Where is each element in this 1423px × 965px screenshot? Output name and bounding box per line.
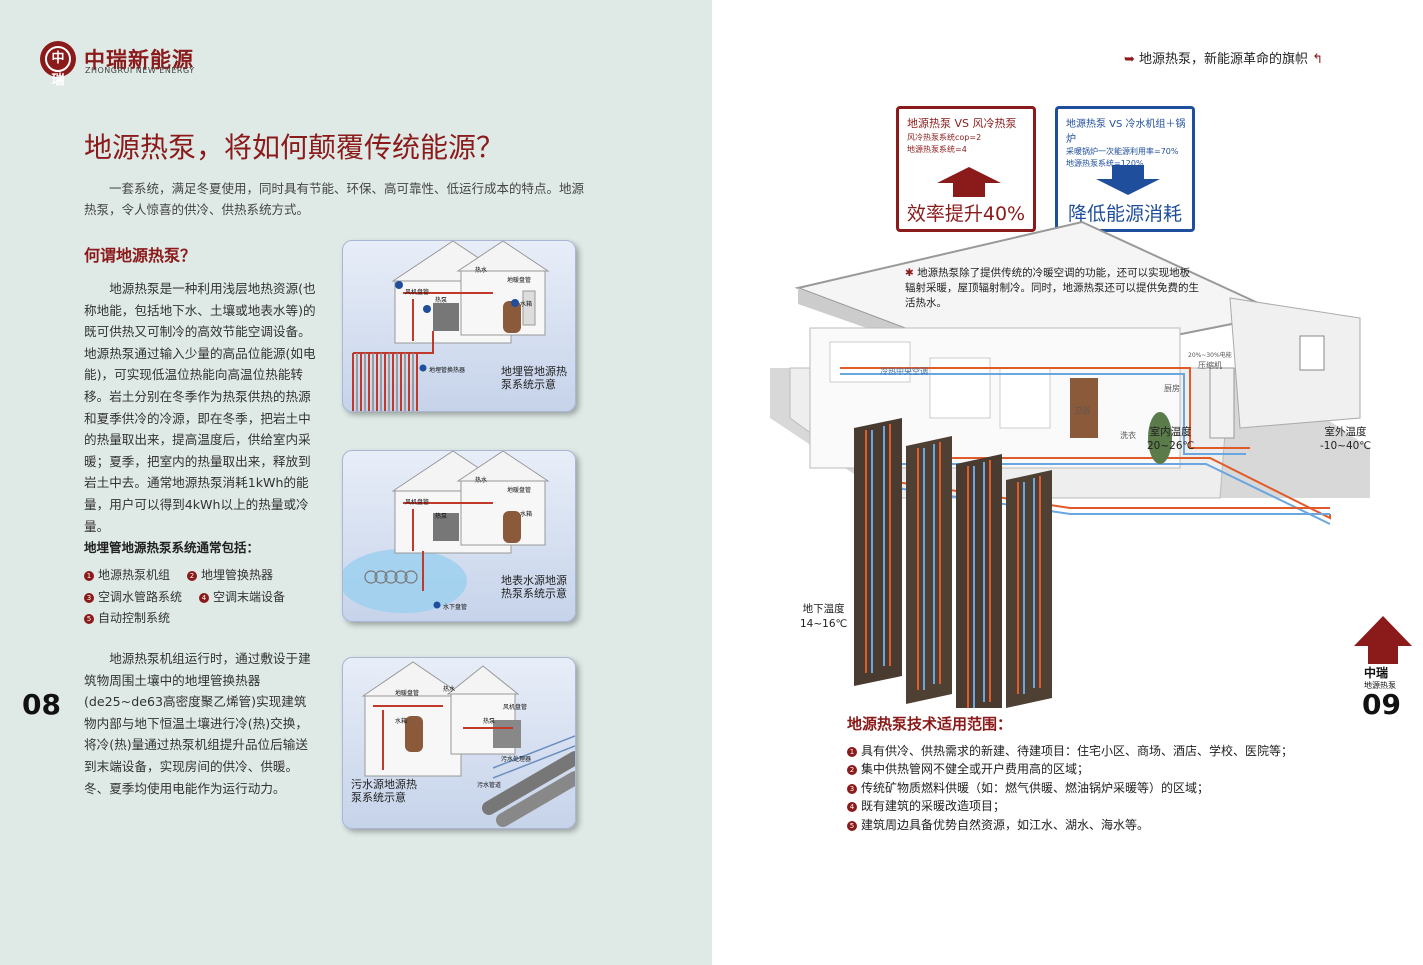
- operation-paragraph: 地源热泵机组运行时，通过敷设于建筑物周围土壤中的地埋管换热器(de25~de63…: [84, 651, 311, 796]
- left-page: 中瑞 中瑞新能源 ZHONGRUI NEW ENERGY 地源热泵，将如何颠覆传…: [0, 0, 712, 965]
- house-label: 冷热中央空调: [880, 367, 928, 376]
- diagram-label: 热泵: [483, 718, 496, 725]
- diagram-label: 水箱: [520, 511, 533, 518]
- sewage-source-illustration: [361, 661, 575, 827]
- ground-loop-diagram: 热水 地暖盘管 风机盘管 热泵 水箱 地埋管换热器 地埋管地源热泵系统示意: [342, 240, 576, 412]
- sewage-source-diagram: 热水 地暖盘管 风机盘管 水箱 热泵 污水处理器 污水管道 污水源地源热泵系统示…: [342, 657, 576, 829]
- diagram-label: 热水: [475, 267, 488, 274]
- diagram-label: 地埋管换热器: [429, 367, 466, 374]
- arrow-down-icon: [1096, 165, 1160, 195]
- diagram-label: 地暖盘管: [507, 277, 532, 284]
- house-cutaway-illustration: [770, 220, 1370, 708]
- section-title: 何谓地源热泵？: [84, 246, 197, 265]
- house-label: 20%~30%电能: [1188, 352, 1232, 359]
- brand-logo-icon: 中瑞: [40, 41, 76, 88]
- comparison-box-chiller-boiler: 地源热泵 VS 冷水机组＋锅炉 采暖锅炉一次能源利用率=70% 地源热泵系统=1…: [1055, 106, 1195, 232]
- diagram-caption: 污水源地源热泵系统示意: [351, 778, 417, 804]
- diagram-label: 水箱: [395, 718, 408, 725]
- surface-water-illustration: [343, 451, 550, 613]
- house-label: 厨房: [1164, 384, 1180, 393]
- outdoor-temperature: 室外温度-10~40℃: [1320, 426, 1372, 452]
- brand-name: 中瑞新能源: [84, 48, 194, 72]
- header-arrow-right-icon: ↰: [1312, 52, 1324, 67]
- badge-brand: 中瑞: [1364, 666, 1389, 680]
- house-label: 卫浴: [1074, 406, 1090, 415]
- feature-note: ✱ 地源热泵除了提供传统的冷暖空调的功能，还可以实现地板辐射采暖，屋顶辐射制冷。…: [905, 267, 1199, 309]
- page-header: ➥ 地源热泵，新能源革命的旗帜 ↰: [1124, 52, 1324, 67]
- definition-paragraph: 地源热泵是一种利用浅层地热资源(也称地能，包括地下水、土壤或地表水等)的既可供热…: [84, 281, 316, 534]
- diagram-label: 热泵: [435, 513, 448, 520]
- comparison-box-air-source: 地源热泵 VS 风冷热泵 风冷热泵系统cop=2 地源热泵系统=4 效率提升40…: [896, 106, 1036, 232]
- diagram-label: 污水处理器: [501, 756, 532, 763]
- diagram-label: 热泵: [435, 297, 448, 304]
- page-title: 地源热泵，将如何颠覆传统能源？: [84, 131, 505, 164]
- badge-subtitle: 地源热泵: [1364, 681, 1396, 690]
- diagram-label: 风机盘管: [503, 704, 528, 711]
- page-number-right: 09: [1362, 688, 1401, 721]
- page-badge-arrow-icon: [1354, 616, 1412, 664]
- ground-loop-illustration: [352, 241, 550, 411]
- house-label: 压缩机: [1198, 361, 1222, 370]
- brand-name-en: ZHONGRUI NEW ENERGY: [85, 66, 195, 75]
- surface-water-diagram: 热水 地暖盘管 风机盘管 热泵 水箱 水下盘管 地表水源地源热泵系统示意: [342, 450, 576, 622]
- intro-text: 一套系统，满足冬夏使用，同时具有节能、环保、高可靠性、低运行成本的特点。地源热泵…: [84, 181, 585, 217]
- diagram-label: 风机盘管: [405, 289, 430, 296]
- diagram-label: 地暖盘管: [507, 487, 532, 494]
- house-label: 洗衣: [1120, 431, 1136, 440]
- diagram-caption: 地表水源地源热泵系统示意: [501, 574, 567, 600]
- scope-title: 地源热泵技术适用范围：: [847, 715, 1013, 733]
- diagram-caption: 地埋管地源热泵系统示意: [501, 365, 567, 391]
- diagram-label: 水箱: [520, 301, 533, 308]
- diagram-label: 水下盘管: [443, 604, 468, 611]
- diagram-label: 地暖盘管: [395, 690, 420, 697]
- components-title: 地埋管地源热泵系统通常包括：: [84, 540, 260, 555]
- diagram-label: 热水: [443, 686, 456, 693]
- page-number-left: 08: [22, 688, 61, 721]
- diagram-label: 热水: [475, 477, 488, 484]
- right-page: ➥ 地源热泵，新能源革命的旗帜 ↰ 地源热泵 VS 风冷热泵 风冷热泵系统cop…: [712, 0, 1423, 965]
- header-arrow-left-icon: ➥: [1124, 52, 1135, 67]
- diagram-label: 污水管道: [477, 782, 502, 789]
- arrow-up-icon: [937, 167, 1001, 197]
- asterisk-icon: ✱: [905, 267, 918, 279]
- diagram-label: 风机盘管: [405, 499, 430, 506]
